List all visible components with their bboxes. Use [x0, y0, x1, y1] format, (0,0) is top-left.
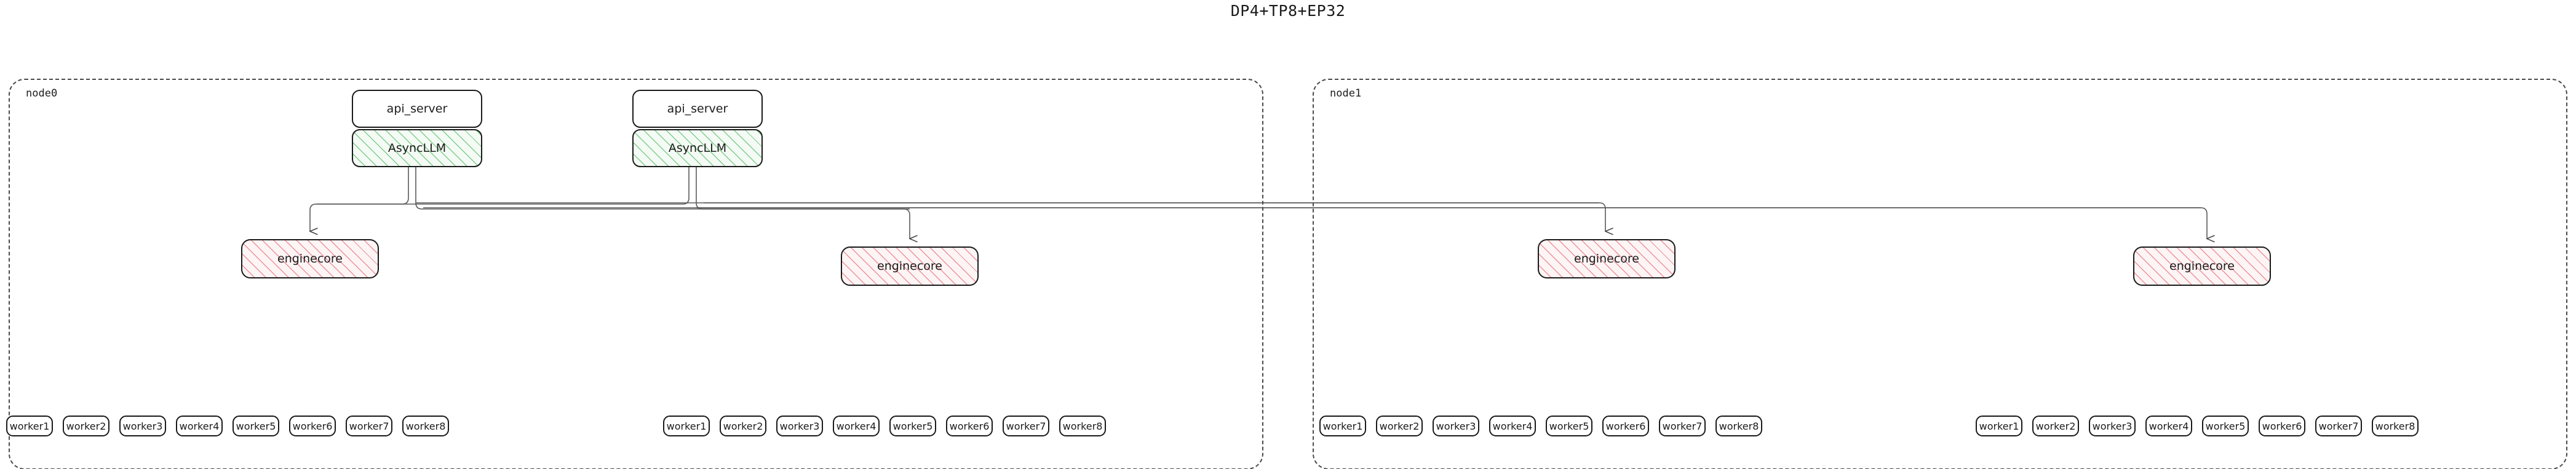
worker-box[interactable]: worker3: [776, 416, 823, 436]
node-label-node0: node0: [26, 87, 58, 100]
worker-box[interactable]: worker8: [1715, 416, 1762, 436]
worker-box[interactable]: worker2: [1376, 416, 1423, 436]
worker-box[interactable]: worker3: [2089, 416, 2136, 436]
worker-box[interactable]: worker7: [2315, 416, 2362, 436]
worker-box[interactable]: worker1: [6, 416, 53, 436]
asyncllm-box[interactable]: AsyncLLM: [632, 129, 763, 167]
worker-box[interactable]: worker6: [2259, 416, 2305, 436]
worker-box[interactable]: worker7: [1003, 416, 1049, 436]
worker-box[interactable]: worker1: [663, 416, 710, 436]
api-server-box[interactable]: api_server: [352, 90, 482, 128]
enginecore-box[interactable]: enginecore: [841, 246, 979, 286]
worker-box[interactable]: worker2: [63, 416, 109, 436]
worker-box[interactable]: worker5: [1546, 416, 1592, 436]
enginecore-box[interactable]: enginecore: [1538, 239, 1676, 278]
worker-box[interactable]: worker1: [1976, 416, 2022, 436]
enginecore-box[interactable]: enginecore: [241, 239, 379, 278]
worker-box[interactable]: worker7: [346, 416, 392, 436]
enginecore-box[interactable]: enginecore: [2133, 246, 2271, 286]
worker-box[interactable]: worker8: [2372, 416, 2419, 436]
worker-box[interactable]: worker3: [1433, 416, 1479, 436]
page-title: DP4+TP8+EP32: [1230, 2, 1346, 20]
worker-box[interactable]: worker2: [720, 416, 766, 436]
worker-box[interactable]: worker5: [233, 416, 279, 436]
worker-box[interactable]: worker6: [946, 416, 993, 436]
worker-box[interactable]: worker4: [833, 416, 880, 436]
worker-box[interactable]: worker3: [119, 416, 166, 436]
worker-box[interactable]: worker1: [1319, 416, 1366, 436]
worker-box[interactable]: worker6: [1602, 416, 1649, 436]
asyncllm-box[interactable]: AsyncLLM: [352, 129, 482, 167]
worker-box[interactable]: worker2: [2032, 416, 2079, 436]
worker-box[interactable]: worker7: [1659, 416, 1706, 436]
worker-box[interactable]: worker4: [1489, 416, 1536, 436]
worker-box[interactable]: worker5: [889, 416, 936, 436]
worker-box[interactable]: worker8: [402, 416, 449, 436]
api-server-box[interactable]: api_server: [632, 90, 763, 128]
node-container-node1: [1313, 79, 2567, 469]
worker-box[interactable]: worker5: [2202, 416, 2249, 436]
worker-box[interactable]: worker8: [1059, 416, 1106, 436]
worker-box[interactable]: worker4: [176, 416, 223, 436]
worker-box[interactable]: worker6: [289, 416, 336, 436]
node-label-node1: node1: [1330, 87, 1362, 100]
worker-box[interactable]: worker4: [2145, 416, 2192, 436]
